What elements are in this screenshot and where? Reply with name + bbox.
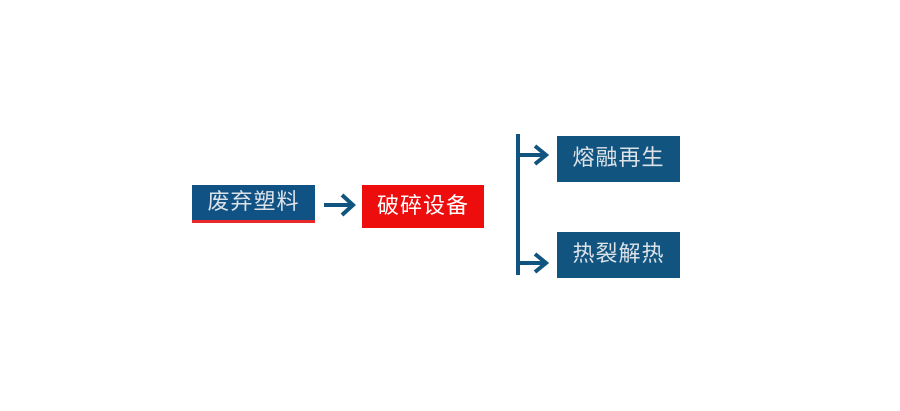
node-branch-1-label: 热裂解热	[572, 242, 665, 267]
node-process-label: 破碎设备	[376, 193, 469, 219]
node-source-label: 废弃塑料	[207, 189, 300, 215]
arrow-right-icon	[322, 188, 360, 222]
node-process-crusher[interactable]: 破碎设备	[362, 185, 484, 228]
node-branch-pyrolysis[interactable]: 热裂解热	[557, 232, 680, 278]
node-branch-melt-regeneration[interactable]: 熔融再生	[557, 136, 680, 182]
node-source-waste-plastic[interactable]: 废弃塑料	[192, 185, 315, 223]
branch-split-connector-icon	[498, 125, 568, 285]
node-branch-0-label: 熔融再生	[572, 146, 665, 171]
